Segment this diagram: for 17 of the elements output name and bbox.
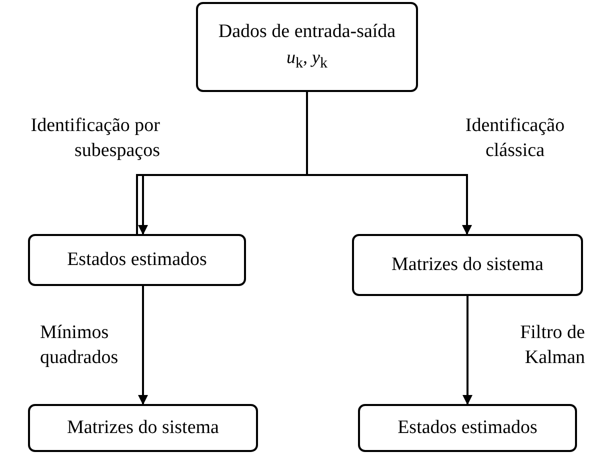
arrow [306, 92, 472, 235]
box-title: Estados estimados [67, 249, 207, 271]
edge-label: Identificação clássica [464, 114, 566, 163]
edge-label: Mínimos quadrados [40, 321, 120, 370]
box-title: Estados estimados [398, 417, 538, 439]
process-box [28, 404, 258, 452]
edge-label: Identificação por subespaços [30, 114, 160, 163]
process-box [196, 2, 418, 92]
edge-label: Filtro de Kalman [519, 321, 585, 370]
box-title: Matrizes do sistema [67, 417, 219, 439]
process-box [352, 234, 583, 296]
box-title: Dados de entrada-saída [218, 21, 396, 44]
arrow [462, 296, 472, 405]
box-title: Matrizes do sistema [392, 254, 544, 276]
process-box [28, 234, 246, 286]
process-box [358, 404, 577, 452]
variable-text: u$_{k}$, y$_{k}$ [286, 47, 328, 73]
